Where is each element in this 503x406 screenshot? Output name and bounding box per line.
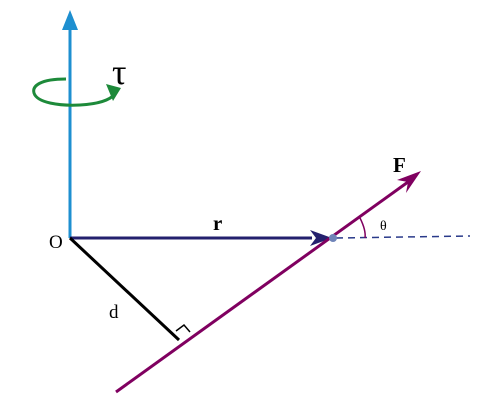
radius-arrowhead: [310, 230, 332, 246]
lever-arm-line: [68, 236, 181, 342]
origin-label: O: [49, 232, 63, 253]
axis-arrowhead: [62, 10, 78, 30]
force-vector: [115, 171, 421, 394]
force-label: F: [393, 153, 406, 177]
torque-label: τ: [112, 52, 126, 92]
angle-label: θ: [380, 219, 387, 234]
angle-arc: [359, 217, 366, 239]
rotation-axis: [62, 10, 78, 238]
contact-point: [329, 234, 337, 242]
distance-label: d: [109, 302, 119, 323]
right-angle-marker: [175, 323, 191, 333]
radius-vector: [70, 230, 332, 246]
radius-label: r: [213, 211, 222, 235]
dashed-extension-line: [335, 235, 471, 239]
force-arrowhead: [397, 171, 421, 193]
rotation-arrow-icon: [32, 77, 121, 107]
